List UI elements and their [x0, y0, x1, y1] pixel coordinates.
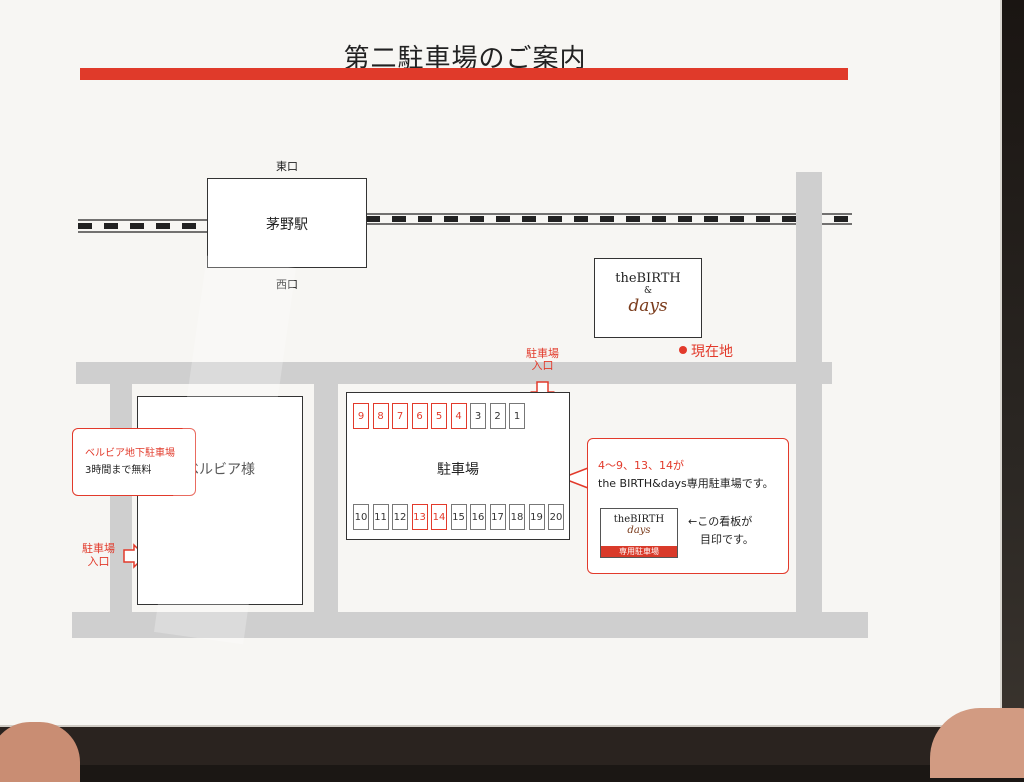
- current-location-dot: [679, 346, 687, 354]
- title-underline: [80, 68, 848, 80]
- chino-station: 茅野駅: [207, 178, 367, 268]
- parking-slot-17: 17: [489, 504, 506, 530]
- parking-slot-2: 2: [489, 403, 506, 429]
- belvia-entrance-line1: 駐車場: [82, 542, 115, 555]
- parking-slot-10: 10: [353, 504, 369, 530]
- map-graphics: [72, 172, 868, 638]
- parking-slot-8: 8: [372, 403, 389, 429]
- dedicated-slots-text: 4～9、13、14が: [598, 459, 684, 472]
- lot-entrance-line1: 駐車場: [526, 347, 559, 360]
- sign-logo-line1: theBIRTH: [613, 514, 665, 525]
- parking-slot-15: 15: [450, 504, 467, 530]
- parking-slot-5: 5: [431, 403, 447, 429]
- parking-slot-19: 19: [528, 504, 545, 530]
- west-exit-label: 西口: [276, 278, 298, 291]
- parking-slot-14: 14: [431, 504, 447, 530]
- parking-slot-4: 4: [450, 403, 467, 429]
- lot-entrance-line2: 入口: [531, 359, 554, 372]
- sign-caption-text: 目印です。: [700, 533, 754, 546]
- roads: [72, 172, 868, 638]
- venue-logo-line1: theBIRTH: [615, 271, 681, 286]
- sign-band-label: 専用駐車場: [601, 546, 677, 557]
- sign-pointer-text: ←この看板が: [688, 515, 753, 528]
- map-sheet: 第二駐車場のご案内 東口 茅野駅 西口: [0, 0, 1002, 727]
- parking-slot-13: 13: [411, 504, 428, 530]
- parking-slot-16: 16: [470, 504, 486, 530]
- parking-slot-1: 1: [509, 403, 525, 429]
- station-name: 茅野駅: [266, 217, 308, 233]
- parking-slot-6: 6: [411, 403, 428, 429]
- parking-slot-11: 11: [372, 504, 389, 530]
- lot-entrance-label: 駐車場 入口: [526, 348, 559, 372]
- dedicated-description: the BIRTH&days専用駐車場です。: [598, 477, 774, 490]
- belvia-callout-note: 3時間まで無料: [85, 465, 152, 476]
- parking-slot-18: 18: [509, 504, 525, 530]
- parking-slot-7: 7: [392, 403, 408, 429]
- dedicated-parking-callout: 4～9、13、14が the BIRTH&days専用駐車場です。 ←この看板が…: [587, 438, 789, 574]
- parking-lot-name: 駐車場: [437, 462, 479, 478]
- belvia-name: ベルビア様: [185, 462, 255, 478]
- belvia-parking-callout: ベルビア地下駐車場 3時間まで無料: [72, 428, 196, 496]
- belvia-entrance-line2: 入口: [87, 555, 110, 568]
- venue-logo-line2: &: [643, 286, 652, 296]
- parking-slot-3: 3: [470, 403, 486, 429]
- east-exit-label: 東口: [276, 160, 298, 173]
- the-birth-days-venue: theBIRTH & days: [594, 258, 702, 338]
- parking-slot-20: 20: [548, 504, 564, 530]
- belvia-callout-title: ベルビア地下駐車場: [85, 448, 175, 459]
- belvia-entrance-label: 駐車場 入口: [82, 542, 115, 568]
- parking-slot-9: 9: [353, 403, 369, 429]
- venue-logo-line3: days: [628, 296, 668, 316]
- current-location-label: 現在地: [691, 344, 733, 360]
- railway-track: [78, 213, 852, 233]
- parking-slot-12: 12: [392, 504, 408, 530]
- sign-logo-line3: days: [627, 525, 651, 536]
- dedicated-parking-sign: theBIRTH days 専用駐車場: [600, 508, 678, 558]
